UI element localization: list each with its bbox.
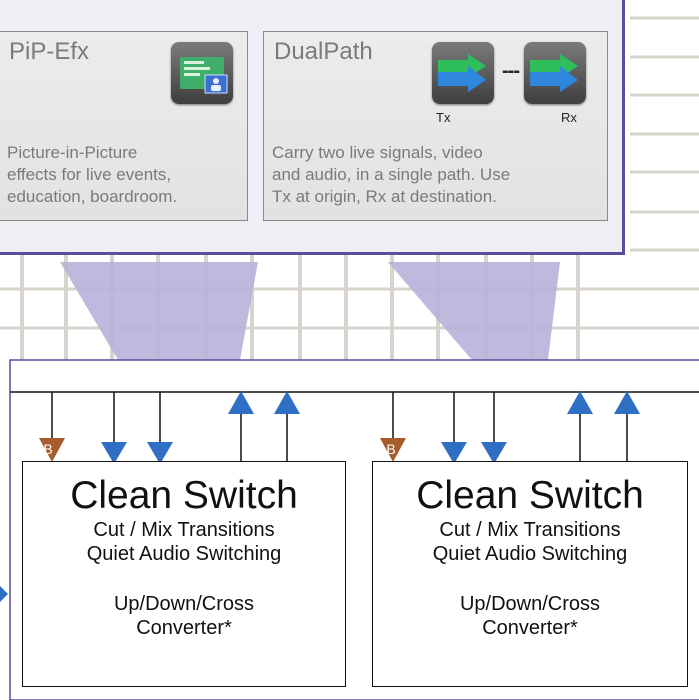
down-arrow <box>147 442 173 464</box>
clean-switch-module: Clean Switch Cut / Mix Transitions Quiet… <box>22 461 346 687</box>
module-feature: Cut / Mix Transitions <box>93 519 275 541</box>
up-arrow <box>614 391 640 414</box>
up-arrow <box>274 391 300 414</box>
card-dualpath[interactable]: DualPath --- Tx Rx Carry two live signal… <box>263 31 608 221</box>
path-separator: --- <box>502 60 520 82</box>
module-feature: Converter* <box>482 617 578 639</box>
b-input-arrow <box>39 438 65 462</box>
card-title: PiP-Efx <box>9 38 90 65</box>
module-title: Clean Switch <box>416 474 644 517</box>
spacer <box>23 566 345 592</box>
pip-window-icon <box>171 42 233 104</box>
down-arrow <box>481 442 507 464</box>
tx-label: Tx <box>436 110 451 125</box>
options-panel: PiP-Efx Picture-in-Picture effects for l… <box>0 0 625 255</box>
card-description: Picture-in-Picture effects for live even… <box>7 143 178 206</box>
funnel-left <box>60 262 258 360</box>
b-input-arrow <box>380 438 406 462</box>
rx-label: Rx <box>561 110 577 125</box>
module-feature: Cut / Mix Transitions <box>439 519 621 541</box>
dual-arrow-icon <box>524 42 586 104</box>
module-feature: Quiet Audio Switching <box>432 543 628 565</box>
spacer <box>373 566 687 592</box>
b-badge: B <box>386 441 396 457</box>
module-title: Clean Switch <box>70 474 298 517</box>
card-description: Carry two live signals, video and audio,… <box>272 143 511 206</box>
up-arrow <box>567 391 593 414</box>
module-feature: Up/Down/Cross <box>459 593 601 615</box>
card-pip-efx[interactable]: PiP-Efx Picture-in-Picture effects for l… <box>0 31 248 221</box>
card-title: DualPath <box>274 38 373 65</box>
module-feature: Up/Down/Cross <box>113 593 255 615</box>
clean-switch-module: Clean Switch Cut / Mix Transitions Quiet… <box>372 461 688 687</box>
up-arrow <box>228 391 254 414</box>
b-badge: B <box>43 441 53 457</box>
down-arrow <box>441 442 467 464</box>
module-feature: Quiet Audio Switching <box>86 543 282 565</box>
module-feature: Converter* <box>136 617 232 639</box>
funnel-right <box>388 262 560 360</box>
down-arrow <box>101 442 127 464</box>
dual-arrow-icon <box>432 42 494 104</box>
side-input-arrow <box>0 586 8 602</box>
